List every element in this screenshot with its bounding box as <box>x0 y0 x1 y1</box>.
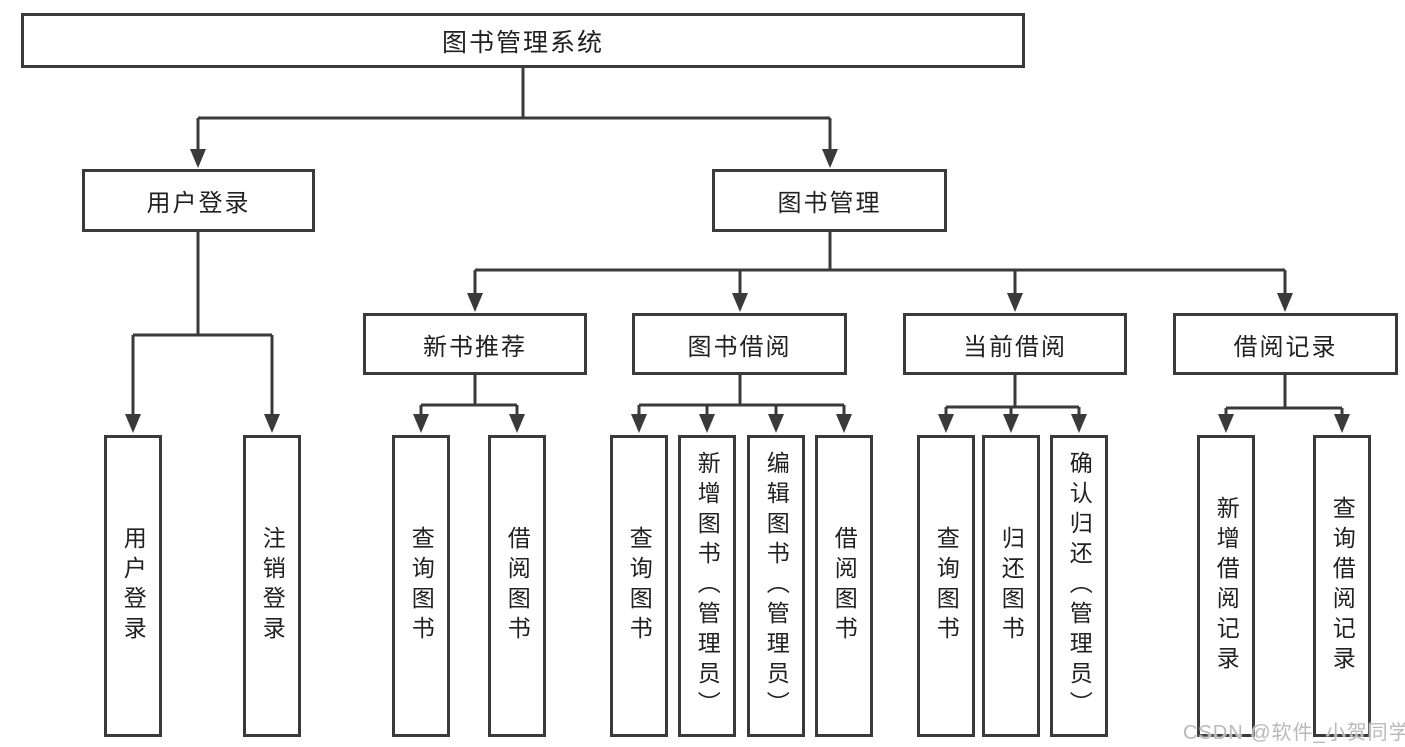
leaf-user-login: 用户登录 <box>104 435 162 737</box>
leaf-borrow-books-recommend-label: 借阅图书 <box>504 526 531 646</box>
node-user-login: 用户登录 <box>82 169 315 232</box>
leaf-borrow-books: 借阅图书 <box>815 435 873 737</box>
node-library-management-system: 图书管理系统 <box>21 13 1025 68</box>
leaf-add-books-admin: 新增图书（管理员） <box>678 435 736 737</box>
leaf-borrow-books-recommend: 借阅图书 <box>488 435 546 737</box>
leaf-query-books-recommend-label: 查询图书 <box>408 526 435 646</box>
leaf-add-borrow-record: 新增借阅记录 <box>1197 435 1255 737</box>
leaf-user-login-label: 用户登录 <box>120 526 147 646</box>
leaf-add-borrow-record-label: 新增借阅记录 <box>1213 496 1240 676</box>
node-book-borrow: 图书借阅 <box>632 313 847 375</box>
leaf-query-books-current: 查询图书 <box>917 435 975 737</box>
leaf-edit-books-admin-label: 编辑图书（管理员） <box>763 451 790 721</box>
leaf-borrow-books-label: 借阅图书 <box>831 526 858 646</box>
csdn-watermark: CSDN @软件_小贺同学 <box>1183 722 1405 744</box>
leaf-return-books: 归还图书 <box>982 435 1040 737</box>
leaf-logout: 注销登录 <box>243 435 301 737</box>
leaf-query-books-borrow: 查询图书 <box>610 435 668 737</box>
leaf-query-books-recommend: 查询图书 <box>392 435 450 737</box>
node-book-management: 图书管理 <box>712 169 947 232</box>
leaf-query-books-current-label: 查询图书 <box>933 526 960 646</box>
leaf-query-books-borrow-label: 查询图书 <box>626 526 653 646</box>
leaf-confirm-return-admin-label: 确认归还（管理员） <box>1066 451 1093 721</box>
node-new-book-recommend: 新书推荐 <box>363 313 587 375</box>
node-borrow-records: 借阅记录 <box>1173 313 1398 375</box>
arrowheads <box>125 149 1350 433</box>
leaf-edit-books-admin: 编辑图书（管理员） <box>747 435 805 737</box>
leaf-return-books-label: 归还图书 <box>998 526 1025 646</box>
leaf-add-books-admin-label: 新增图书（管理员） <box>694 451 721 721</box>
leaf-query-borrow-record-label: 查询借阅记录 <box>1329 496 1356 676</box>
leaf-query-borrow-record: 查询借阅记录 <box>1313 435 1371 737</box>
leaf-confirm-return-admin: 确认归还（管理员） <box>1050 435 1108 737</box>
node-current-borrow: 当前借阅 <box>903 313 1127 375</box>
leaf-logout-label: 注销登录 <box>259 526 286 646</box>
